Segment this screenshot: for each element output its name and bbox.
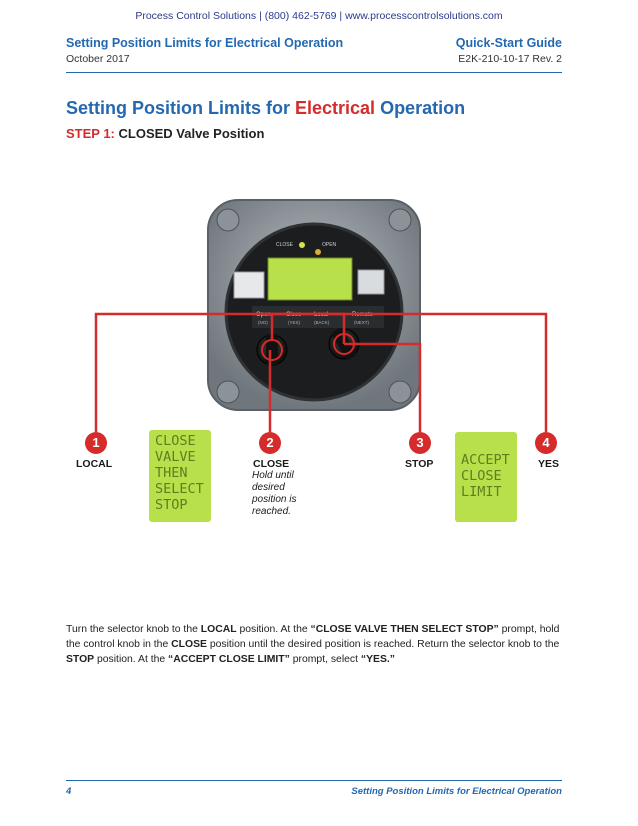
lcd-left-line-1: CLOSE [155, 433, 196, 449]
footer-divider [66, 780, 562, 781]
instruction-bold-prompt-2: “ACCEPT CLOSE LIMIT” [168, 654, 290, 665]
lcd-right-line-2: CLOSE [461, 468, 502, 484]
step-heading: STEP 1: CLOSED Valve Position [66, 126, 264, 141]
callout-badge-2: 2 [259, 432, 281, 454]
callout-line-1 [94, 312, 346, 432]
callout-label-local: LOCAL [76, 458, 113, 470]
top-banner: Process Control Solutions | (800) 462-57… [135, 10, 503, 22]
actuator-illustration: CLOSE OPEN Open Close Local Remote (NO) … [94, 199, 548, 432]
lcd-prompt-close-valve: CLOSE VALVE THEN SELECT STOP [149, 430, 211, 522]
callout-line-4 [270, 312, 548, 432]
callout-label-stop: STOP [405, 458, 434, 470]
instruction-text-4: position until the desired position is r… [206, 639, 560, 650]
bolt-bottom-left [216, 380, 240, 404]
instruction-text-2: position. At the [236, 624, 311, 635]
title-part-1: Setting Position Limits for [66, 98, 295, 118]
knob-sublabel-back: (BACK) [314, 320, 330, 325]
close-indicator-label: CLOSE [276, 242, 294, 248]
title-accent: Electrical [295, 98, 376, 118]
knob-sublabel-next: (NEXT) [354, 320, 370, 325]
open-led [315, 249, 321, 255]
instruction-bold-prompt-1: “CLOSE VALVE THEN SELECT STOP” [310, 624, 499, 635]
device-logo-plate [357, 269, 385, 295]
instruction-text-3: prompt, hold the control knob in the [66, 624, 560, 650]
footer-section-title: Setting Position Limits for Electrical O… [351, 786, 562, 797]
header-divider [66, 72, 562, 73]
callout-badge-4: 4 [535, 432, 557, 454]
lcd-right-line-3: LIMIT [461, 484, 502, 500]
close-led [299, 242, 305, 248]
knob-sublabel-no: (NO) [258, 320, 268, 325]
footer-page-number: 4 [66, 786, 72, 797]
instruction-bold-stop: STOP [66, 654, 95, 665]
knob-target-ring-right [333, 333, 355, 355]
page-title: Setting Position Limits for Electrical O… [66, 98, 465, 119]
lcd-left-line-2: VALVE [155, 449, 196, 465]
knob-sublabel-yes: (YES) [288, 320, 301, 325]
knob-label-bar [252, 306, 384, 328]
lcd-left-line-5: STOP [155, 497, 188, 513]
lcd-left-line-4: SELECT [155, 481, 204, 497]
step-description: CLOSED Valve Position [114, 126, 265, 141]
instruction-text-6: prompt, select [289, 654, 361, 665]
callout-badge-1: 1 [85, 432, 107, 454]
instruction-paragraph: Turn the selector knob to the LOCAL posi… [66, 622, 566, 667]
lcd-prompt-accept-close: ACCEPT CLOSE LIMIT [455, 432, 517, 522]
instruction-text-1: Turn the selector knob to the [66, 624, 201, 635]
callout-badge-3: 3 [409, 432, 431, 454]
instruction-bold-close: CLOSE [171, 639, 207, 650]
instruction-text-5: position. At the [94, 654, 169, 665]
knob-target-ring-left [261, 339, 283, 361]
instruction-bold-yes: “YES.” [360, 654, 395, 665]
device-lcd [267, 257, 353, 301]
lcd-left-line-3: THEN [155, 465, 188, 481]
bolt-top-left [216, 208, 240, 232]
title-part-2: Operation [375, 98, 466, 118]
callout-label-close: CLOSE [253, 458, 290, 470]
header-section-title: Setting Position Limits for Electrical O… [66, 36, 344, 50]
instruction-bold-local: LOCAL [200, 624, 237, 635]
header-doc-number: E2K-210-10-17 Rev. 2 [458, 53, 562, 65]
step-number-label: STEP 1: [66, 126, 115, 141]
callout-lines [94, 312, 548, 432]
bolt-top-right [388, 208, 412, 232]
bolt-bottom-right [388, 380, 412, 404]
callout-label-yes: YES [538, 458, 560, 470]
header-guide-title: Quick-Start Guide [455, 36, 562, 50]
header-date: October 2017 [66, 53, 130, 65]
open-indicator-label: OPEN [322, 242, 337, 248]
callout-line-3 [344, 342, 422, 432]
device-label-plate [233, 271, 265, 299]
lcd-right-line-1: ACCEPT [461, 452, 510, 468]
callout-note-close: Hold until desired position is reached. [252, 470, 297, 517]
